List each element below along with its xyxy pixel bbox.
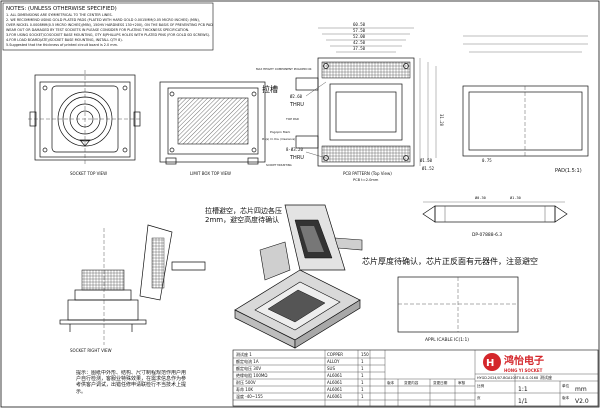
view-label-socket-top: SOCKET TOP VIEW bbox=[70, 171, 107, 176]
version-label: 版本 bbox=[562, 395, 570, 400]
applicable-ic-view: APPL ICABLE IC(1:1) bbox=[397, 276, 519, 343]
spec-cell: 温度 -40~155 bbox=[236, 393, 263, 399]
limit-box-top-view: LIMIT BOX TOP VIEW bbox=[159, 81, 266, 176]
material-cell: AL6061 bbox=[327, 373, 343, 378]
leader-label: TOP PAD bbox=[285, 117, 300, 121]
note-line: 3.FOR USING SOCKET/COSOCKET BASE MOUNTIN… bbox=[6, 33, 210, 37]
logo-mark bbox=[483, 353, 501, 371]
rev-header: 版本 bbox=[387, 380, 395, 385]
notes-title: NOTES: (UNLESS OTHERWISE SPECIFIED) bbox=[6, 6, 117, 12]
leader-label: Pogopin Mark bbox=[270, 130, 291, 134]
view-label-limit-box: LIMIT BOX TOP VIEW bbox=[190, 171, 231, 176]
company-name-cn: 鸿怡电子 bbox=[504, 354, 544, 367]
thru-label: THRU bbox=[289, 155, 304, 161]
thru-label: THRU bbox=[289, 102, 304, 108]
side-profile-view: Ø0.30 Ø1.30 DP-07888-6.3 bbox=[422, 195, 568, 238]
view-label-pad: PAD(1.5:1) bbox=[555, 168, 582, 174]
material-cell: AL6061 bbox=[327, 394, 343, 399]
title-block: 测试座 1 COPPER 150 额定电流 1A ALLOY 1 额定电压 30… bbox=[232, 349, 599, 407]
drawing-number: HYGD.2024/07-BGA105T0.8-G-0168 bbox=[477, 376, 538, 380]
spec-cell: 额定电压 30V bbox=[236, 365, 261, 371]
dim-label: Ø1.52 bbox=[422, 166, 435, 171]
scale-label: 比例 bbox=[477, 383, 485, 388]
drawing-title: 测试座 bbox=[540, 374, 552, 380]
svg-text:H: H bbox=[486, 358, 494, 369]
pcb-pattern-view: 60.50 57.50 52.00 42.50 37.50 31.20 MAX … bbox=[256, 22, 444, 182]
spec-cell: 寿命 10K bbox=[236, 386, 253, 392]
revision-table: 版本 变更内容 变更日期 审核 bbox=[385, 350, 476, 406]
spec-cell: 绝缘电阻 100MΩ bbox=[236, 372, 267, 378]
dim-label: 42.50 bbox=[353, 40, 366, 45]
company-logo: H 鸿怡电子 HONG YI SOCKET bbox=[483, 353, 544, 373]
material-cell: AL6061 bbox=[327, 380, 343, 385]
handle-label: 拉槽 bbox=[262, 84, 278, 94]
rev-header: 变更内容 bbox=[404, 380, 419, 385]
spec-cell: 耐压 500V bbox=[236, 379, 256, 385]
sheet-value: 1/1 bbox=[518, 398, 528, 405]
leader-label: SOCKET MOUNTING bbox=[266, 163, 292, 167]
leader-label: Pin(s) Cl. Dia. (Clearance) bbox=[262, 137, 295, 141]
qty-cell: 1 bbox=[361, 380, 364, 385]
leader-label: MAX HEIGHT COMPONENT POGOPIN OK bbox=[256, 67, 312, 71]
socket-right-view: SOCKET RIGHT VIEW bbox=[59, 224, 206, 353]
spec-cell: 额定电流 1A bbox=[236, 358, 259, 364]
dim-label: 8-Ø3.20 bbox=[286, 147, 303, 152]
dim-label: Ø1.30 bbox=[510, 195, 521, 200]
sheet-label: 页 bbox=[477, 395, 481, 400]
dim-label: 0.75 bbox=[482, 158, 492, 163]
qty-cell: 150 bbox=[361, 352, 369, 357]
material-table: 测试座 1 COPPER 150 额定电流 1A ALLOY 1 额定电压 30… bbox=[233, 350, 386, 406]
dim-label: 37.50 bbox=[353, 46, 366, 51]
view-label-socket-right: SOCKET RIGHT VIEW bbox=[70, 348, 112, 353]
note-line: 1. ALL DIMENSIONS ARE SYMMETRICAL TO THE… bbox=[6, 13, 113, 17]
unit-label: 单位 bbox=[562, 383, 570, 388]
version-value: V2.0 bbox=[575, 398, 589, 405]
qty-cell: 1 bbox=[361, 394, 364, 399]
dim-label: 52.00 bbox=[353, 34, 366, 39]
scale-value: 1:1 bbox=[518, 386, 528, 393]
socket-top-view: SOCKET TOP VIEW bbox=[28, 70, 142, 176]
bottom-note: 提示：图纸中外形、结构、尺寸制程规范作用户用户自行检测，客服业特殊效果，在需求信… bbox=[76, 370, 187, 395]
material-cell: AL6061 bbox=[327, 387, 343, 392]
dim-label: Ø1.50 bbox=[420, 158, 433, 163]
spec-cell: 测试座 1 bbox=[236, 351, 252, 357]
view-label-dp: DP-07888-6.3 bbox=[472, 232, 502, 238]
pad-detail-view: 0.75 PAD(1.5:1) bbox=[462, 35, 589, 174]
note-line: OVER NICKEL 0.0008MM(0.5 MICRO INCHES)(M… bbox=[6, 23, 213, 27]
unit-value: mm bbox=[575, 386, 587, 393]
qty-cell: 1 bbox=[361, 373, 364, 378]
view-label-pcb: PCB PATTERN (Top View) bbox=[343, 171, 392, 176]
qty-cell: 1 bbox=[361, 387, 364, 392]
note-line: 5.Suggested that the thickness of printe… bbox=[6, 43, 118, 47]
bottom-note-text: 提示：图纸中外形、结构、尺寸制程规范作用户用户自行检测，客服业特殊效果，在需求信… bbox=[76, 370, 187, 395]
material-cell: ALLOY bbox=[327, 359, 340, 364]
qty-cell: 1 bbox=[361, 359, 364, 364]
rev-header: 审核 bbox=[458, 380, 466, 385]
qty-cell: 1 bbox=[361, 366, 364, 371]
annotation-chip: 芯片厚度待确认，芯片正反面有元器件，注意避空 bbox=[362, 256, 538, 266]
view-label-pcb-thickness: PCB t=2.0mm bbox=[353, 178, 379, 182]
view-label-appl: APPL ICABLE IC(1:1) bbox=[425, 337, 469, 343]
dim-label: Ø0.30 bbox=[475, 195, 486, 200]
note-line: 4.FOR LOAD BOARD(ATE)/SOCKET BASE MOUNTI… bbox=[6, 38, 123, 42]
note-line: 2. WE RECOMMEND USING GOLD PLATED PADS (… bbox=[6, 18, 200, 22]
dim-label: Ø2.60 bbox=[290, 94, 303, 99]
dim-label: 31.20 bbox=[439, 114, 444, 127]
notes-block: NOTES: (UNLESS OTHERWISE SPECIFIED) 1. A… bbox=[2, 2, 214, 51]
note-chip: 芯片厚度待确认，芯片正反面有元器件，注意避空 bbox=[362, 256, 538, 266]
material-cell: COPPER bbox=[327, 352, 343, 357]
socket-3d-render bbox=[234, 204, 363, 349]
note-line: WEAR OUT OR DAMAGED BY TEST SOCKETS IN P… bbox=[6, 28, 189, 32]
rev-header: 变更日期 bbox=[433, 380, 448, 385]
material-cell: SUS bbox=[327, 366, 335, 371]
dim-label: 57.50 bbox=[353, 28, 366, 33]
dim-label: 60.50 bbox=[353, 22, 366, 27]
company-name-en: HONG YI SOCKET bbox=[504, 368, 543, 373]
